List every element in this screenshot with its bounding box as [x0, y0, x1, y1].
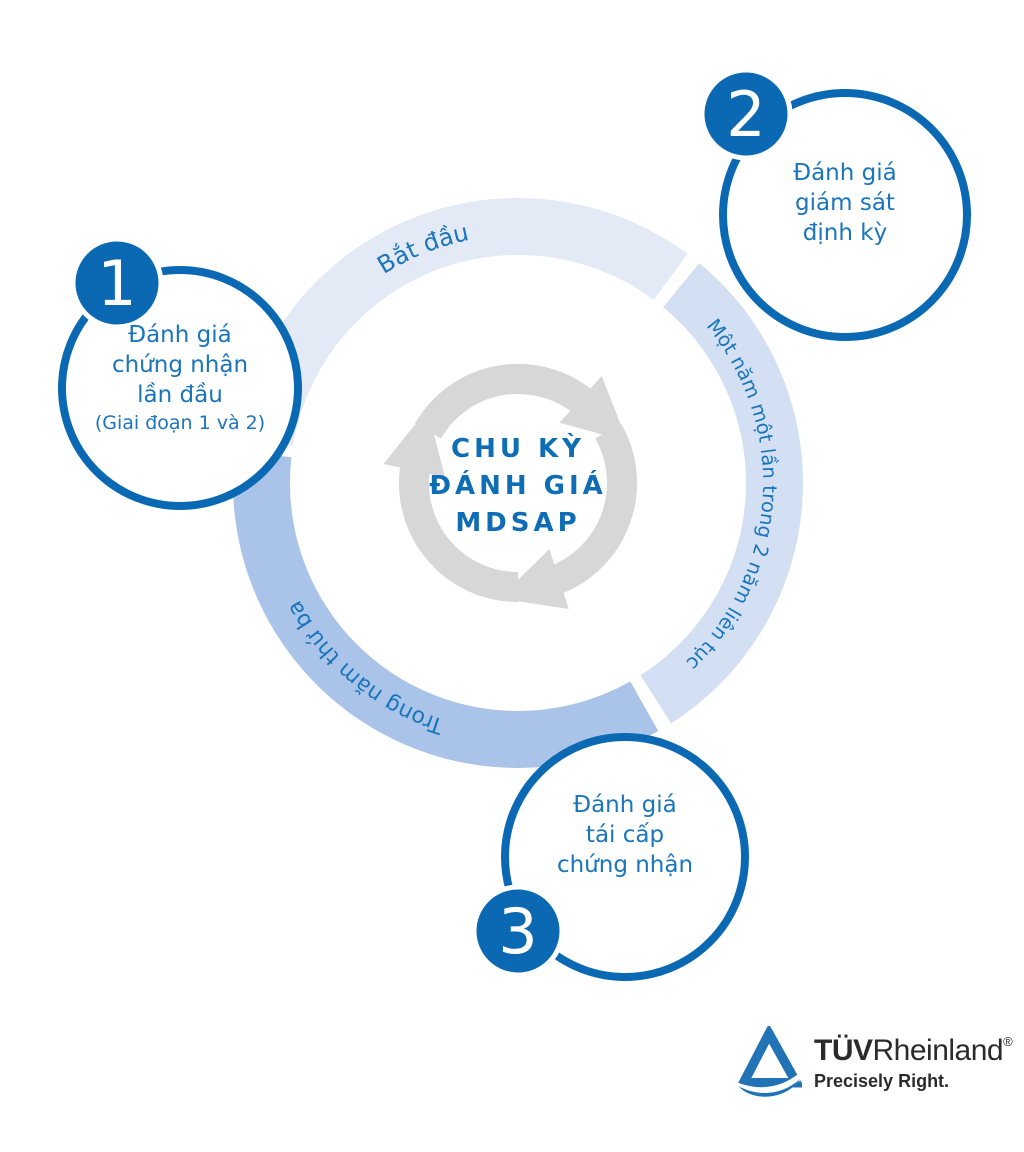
tuv-triangle-icon: [736, 1026, 802, 1097]
diagram-title: CHU KỲ ĐÁNH GIÁ MDSAP: [378, 431, 658, 542]
tuv-brand-bold: TÜV: [814, 1034, 873, 1067]
badge-1-number: 1: [97, 247, 136, 320]
ring-segment-third-year: [232, 450, 659, 768]
badge-2-number: 2: [726, 78, 765, 151]
bubble-step-2: [719, 89, 971, 341]
ring-segment-annual: [640, 263, 803, 724]
step-bubbles: 1 2 3: [58, 67, 971, 981]
registered-mark: ®: [1003, 1034, 1013, 1049]
badge-3-number: 3: [498, 895, 537, 968]
badge-step-3: 3: [471, 884, 565, 978]
diagram-title-line-2: ĐÁNH GIÁ: [429, 471, 607, 501]
cycle-arrow-arc: [414, 363, 628, 442]
bubble-step-3: [501, 733, 749, 981]
badge-step-2: 2: [699, 67, 793, 161]
tuv-brand-line: TÜVRheinland®: [814, 1034, 1013, 1068]
cycle-arrows-icon: [393, 363, 653, 613]
diagram-title-line-1: CHU KỲ: [451, 434, 585, 464]
tuv-rheinland-logo: TÜVRheinland® Precisely Right.: [736, 1026, 1013, 1098]
tuv-brand-rest: Rheinland: [872, 1034, 1004, 1067]
tuv-logo-text: TÜVRheinland® Precisely Right.: [814, 1026, 1013, 1092]
diagram-title-line-3: MDSAP: [455, 508, 581, 538]
tuv-tagline: Precisely Right.: [814, 1071, 950, 1091]
badge-step-1: 1: [70, 236, 164, 330]
